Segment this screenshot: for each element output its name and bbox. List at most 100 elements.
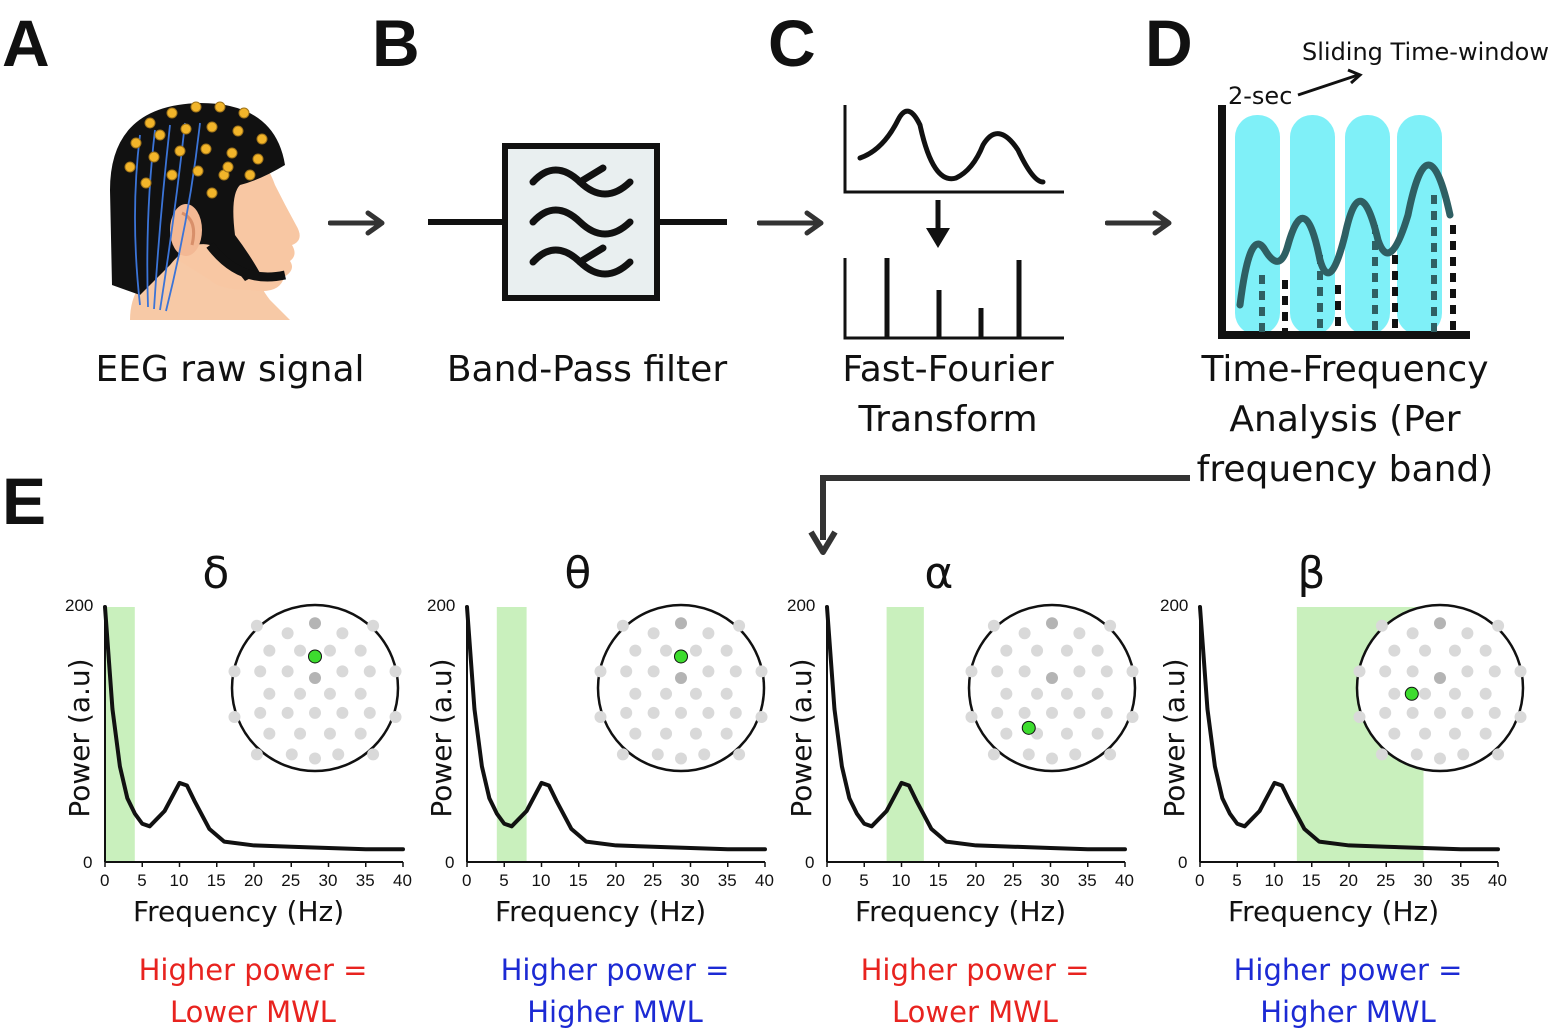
band-pass-filter-icon <box>428 143 727 301</box>
panel-letter-a: A <box>2 6 50 80</box>
electrode <box>1461 627 1474 640</box>
x-tick-label: 25 <box>281 871 301 890</box>
electrode <box>1488 706 1501 719</box>
y-tick-label: 200 <box>427 596 456 615</box>
electrode <box>281 627 294 640</box>
x-tick-label: 5 <box>499 871 509 890</box>
electrode <box>354 644 367 657</box>
electrode <box>1060 644 1073 657</box>
band-symbol-0: δ <box>202 548 230 599</box>
y-tick-label: 0 <box>1178 853 1188 872</box>
electrode <box>1073 627 1086 640</box>
band-symbol-3: β <box>1297 548 1326 599</box>
x-axis-label: Frequency (Hz) <box>133 895 345 928</box>
electrode <box>1046 706 1058 719</box>
electrode <box>702 627 715 640</box>
band-symbol-1: θ <box>564 548 592 599</box>
caption-band-pass-filter: Band-Pass filter <box>446 349 728 390</box>
electrode <box>363 665 376 678</box>
mwl-note-line2: Lower MWL <box>892 995 1058 1029</box>
electrode <box>987 619 1000 632</box>
electrode <box>675 672 687 685</box>
mwl-note-line1: Higher power = <box>500 953 730 987</box>
x-tick-label: 40 <box>1115 871 1134 890</box>
arrow-b-to-c <box>757 210 824 236</box>
x-tick-label: 35 <box>1077 871 1097 890</box>
electrode <box>1448 687 1461 700</box>
electrode <box>720 687 733 700</box>
electrode <box>1488 665 1501 678</box>
electrode <box>309 752 321 765</box>
electrode <box>1060 727 1073 740</box>
electrode <box>1018 706 1031 719</box>
active-electrode <box>308 649 322 664</box>
electrode <box>1031 687 1044 700</box>
electrode <box>1457 748 1470 761</box>
electrode <box>729 706 742 719</box>
electrode <box>1479 687 1492 700</box>
electrode <box>1069 748 1082 761</box>
electrode <box>1388 727 1401 740</box>
electrode <box>332 748 345 761</box>
x-tick-label: 25 <box>1003 871 1023 890</box>
x-axis-label: Frequency (Hz) <box>495 895 707 928</box>
x-tick-label: 20 <box>1339 871 1358 890</box>
active-electrode <box>1404 686 1419 701</box>
x-tick-label: 25 <box>1376 871 1396 890</box>
x-tick-label: 10 <box>891 871 911 890</box>
electrode <box>336 706 349 719</box>
x-tick-label: 30 <box>1413 871 1433 890</box>
x-tick-label: 25 <box>643 871 663 890</box>
electrode <box>702 706 715 719</box>
mwl-note-line2: Higher MWL <box>527 995 703 1029</box>
electrode <box>1022 748 1035 761</box>
electrode <box>1046 672 1058 685</box>
x-tick-label: 40 <box>755 871 774 890</box>
window-size-label: 2-sec <box>1228 82 1293 110</box>
electrode <box>1000 727 1013 740</box>
electrode <box>228 665 241 678</box>
electrode <box>309 672 321 685</box>
caption-fft-line2: Transform <box>858 399 1038 440</box>
electrode <box>1091 727 1104 740</box>
y-axis-label: Power (a.u) <box>425 658 458 818</box>
panel-letter-e: E <box>2 464 47 538</box>
electrode <box>1126 711 1139 724</box>
electrode <box>1448 644 1461 657</box>
electrode <box>1046 752 1058 765</box>
electrode <box>689 644 702 657</box>
x-axis-label: Frequency (Hz) <box>1228 895 1440 928</box>
electrode <box>281 706 294 719</box>
electrode <box>1479 644 1492 657</box>
x-tick-label: 5 <box>137 871 147 890</box>
electrode <box>675 706 687 719</box>
electrode <box>629 687 642 700</box>
electrode <box>755 665 768 678</box>
arrow-c-to-d <box>1105 210 1172 236</box>
x-tick-label: 0 <box>1195 871 1205 890</box>
electrode <box>1000 644 1013 657</box>
y-tick-label: 200 <box>65 596 94 615</box>
electrode <box>1073 665 1086 678</box>
electrode <box>367 748 380 761</box>
electrode <box>1018 665 1031 678</box>
power-spectrum-line <box>825 605 1127 852</box>
electrode <box>1018 627 1031 640</box>
electrode <box>991 665 1004 678</box>
electrode <box>1353 711 1366 724</box>
electrode <box>1434 752 1446 765</box>
electrode <box>702 665 715 678</box>
x-tick-label: 20 <box>244 871 263 890</box>
electrode <box>1406 706 1419 719</box>
x-tick-label: 10 <box>1264 871 1284 890</box>
electrode <box>323 644 336 657</box>
electrode <box>281 665 294 678</box>
fft-illustration <box>843 105 1064 340</box>
electrode <box>651 748 664 761</box>
x-tick-label: 15 <box>1301 871 1321 890</box>
electrode <box>1514 711 1527 724</box>
electrode <box>336 665 349 678</box>
